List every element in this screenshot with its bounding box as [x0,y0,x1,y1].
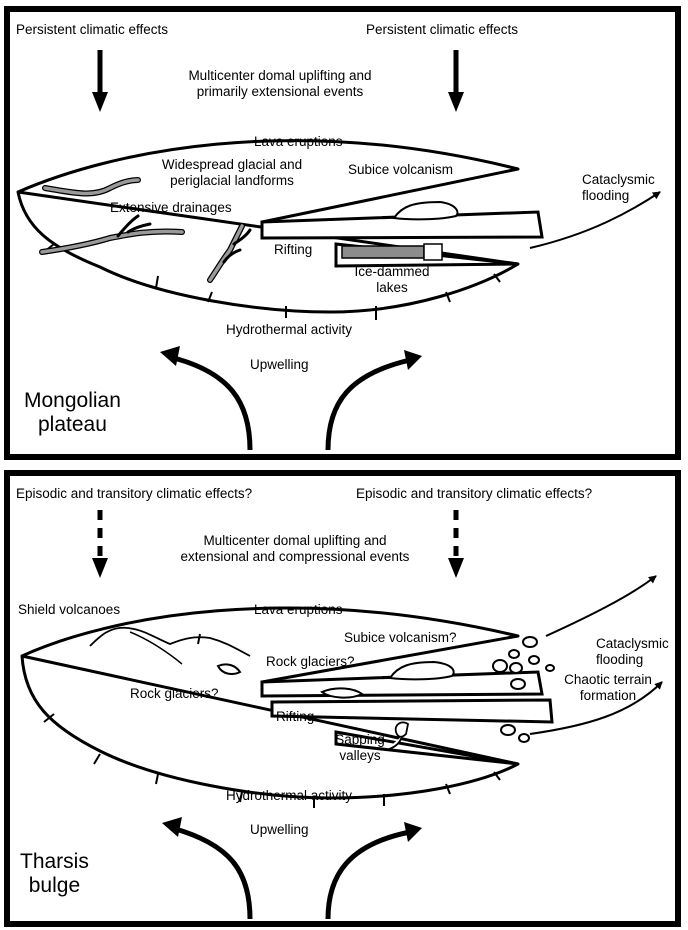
climate-label-left: Episodic and transitory climatic effects… [16,486,252,502]
region-label: Tharsis bulge [20,850,89,898]
uplift-label: Multicenter domal uplifting and primaril… [150,68,410,100]
climate-label-right: Episodic and transitory climatic effects… [356,486,592,502]
flood-label: Cataclysmic flooding [582,172,655,204]
chaotic-terrain-label-line2: formation [546,688,670,704]
lava-label: Lava eruptions [254,602,343,618]
tharsis-bulge-panel: Episodic and transitory climatic effects… [4,470,681,927]
uplift-label: Multicenter domal uplifting and extensio… [150,533,440,565]
hydrothermal-label: Hydrothermal activity [226,788,352,804]
drainages-label: Extensive drainages [110,200,232,216]
climate-label-right: Persistent climatic effects [366,22,518,38]
rock-glacier-lobe [218,664,240,674]
subice-label: Subice volcanism [348,162,453,178]
glacial-label: Widespread glacial and periglacial landf… [152,157,312,189]
subice-volcano [394,202,457,219]
climate-arrow-right [448,50,464,112]
glacial-label-line1: Widespread glacial and [152,157,312,173]
lakes-label-line1: Ice-dammed [344,264,440,280]
rock-glaciers-label-left: Rock glaciers? [130,686,219,702]
uplift-label-line1: Multicenter domal uplifting and [150,68,410,84]
shield-volcanoes-label: Shield volcanoes [18,602,120,618]
sapping-valleys-label-line2: valleys [328,748,392,764]
lakes-label: Ice-dammed lakes [344,264,440,296]
upwelling-label: Upwelling [250,822,309,838]
climate-arrow-left [92,510,108,578]
mongolian-plateau-panel: Persistent climatic effects Persistent c… [4,6,681,460]
flood-label-line1: Cataclysmic [582,172,655,188]
chaotic-terrain-label-line1: Chaotic terrain [546,672,670,688]
flood-label-line2: flooding [596,652,669,668]
rifting-label: Rifting [276,709,314,725]
subice-label: Subice volcanism? [344,630,457,646]
shield-volcano-profile [90,628,250,656]
sapping-valleys-label: Sapping valleys [328,732,392,764]
subice-volcano [390,662,454,679]
flood-label-line1: Cataclysmic [596,636,669,652]
drainage-channels [42,180,250,280]
flood-label-line2: flooding [582,188,655,204]
region-label-line2: bulge [20,874,89,898]
lakes-label-line2: lakes [344,280,440,296]
uplift-label-line2: extensional and compressional events [150,549,440,565]
lava-label: Lava eruptions [254,134,343,150]
ice-dammed-lake [342,246,424,258]
climate-arrow-right [448,510,464,578]
glacial-label-line2: periglacial landforms [152,173,312,189]
uplift-label-line2: primarily extensional events [150,84,410,100]
climate-label-left: Persistent climatic effects [16,22,168,38]
region-label-line1: Mongolian [24,389,121,413]
region-label: Mongolian plateau [24,389,121,437]
region-label-line2: plateau [24,413,121,437]
uplift-label-line1: Multicenter domal uplifting and [150,533,440,549]
region-label-line1: Tharsis [20,850,89,874]
flood-arrow-upper [546,576,656,636]
climate-arrow-left [92,50,108,112]
rifting-label: Rifting [274,242,312,258]
sapping-valleys-label-line1: Sapping [328,732,392,748]
flood-label: Cataclysmic flooding [596,636,669,668]
chaotic-terrain-label: Chaotic terrain formation [546,672,670,704]
rock-glaciers-label-right: Rock glaciers? [266,654,355,670]
upwelling-label: Upwelling [250,357,309,373]
ice-dam [424,244,442,260]
hydrothermal-label: Hydrothermal activity [226,322,352,338]
